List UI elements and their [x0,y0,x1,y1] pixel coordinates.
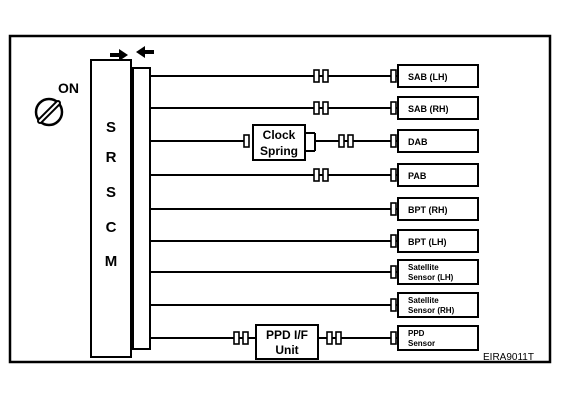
connector-plug [390,134,397,148]
wire-harness [150,69,398,345]
connector-plug [313,168,320,182]
connector-plug [338,134,345,148]
connector-plug [322,168,329,182]
srscm-letter: S [106,119,116,136]
connector-plug [390,168,397,182]
component-label: SAB (LH) [408,72,448,82]
connector-plug [390,298,397,312]
ignition-on-label: ON [58,80,79,96]
component-label: Satellite [408,296,439,305]
diagram-border [8,34,552,364]
connector-plug [390,101,397,115]
connector-plug [233,331,240,345]
component-label: Sensor (RH) [408,306,455,315]
connector-plug [313,69,320,83]
connector-plug [313,101,320,115]
srscm-module [90,59,132,358]
component-label: Sensor (LH) [408,273,454,282]
component-box [397,292,479,318]
ppd-unit-box [255,324,319,360]
component-label: PAB [408,171,427,181]
connector-plug [322,101,329,115]
ignition-key-icon [34,97,64,127]
component-box [397,229,479,253]
srscm-letter: C [106,219,117,236]
figure-code: EIRA9011T [483,352,534,363]
component-box [397,64,479,88]
component-box [397,197,479,221]
connector-plug [390,234,397,248]
component-box [397,163,479,187]
component-box [397,325,479,351]
component-box [397,129,479,153]
connector-plug [390,331,397,345]
clock-spring-label: Spring [260,144,298,158]
component-label: BPT (LH) [408,237,447,247]
ppd-unit-label: PPD I/F [266,328,308,342]
component-box [397,96,479,120]
srscm-letter: S [106,184,116,201]
connector-plug [326,331,333,345]
connector-plug [390,69,397,83]
component-label: SAB (RH) [408,104,449,114]
component-boxes: SAB (LH) SAB (RH) DAB PAB BPT (RH) BPT (LH) Sa… [397,64,479,351]
component-label: DAB [408,137,428,147]
clock-spring-box [252,124,306,161]
connector-plug [242,331,249,345]
clock-spring-label: Clock [263,128,296,142]
main-connector-bar [132,67,151,350]
connector-plug [322,69,329,83]
connector-plug [243,134,250,148]
component-label: Satellite [408,263,439,272]
connector-plug [390,265,397,279]
arrow-left-icon [136,46,154,58]
component-box [397,259,479,285]
component-label: Sensor [408,339,435,348]
component-label: PPD [408,329,425,338]
ppd-unit-label: Unit [275,343,298,357]
arrow-right-icon [110,49,128,61]
connector-plug [390,202,397,216]
connector-plug [347,134,354,148]
srscm-letter: M [105,253,118,270]
component-label: BPT (RH) [408,205,448,215]
connector-plug [335,331,342,345]
srscm-letter: R [106,149,117,166]
